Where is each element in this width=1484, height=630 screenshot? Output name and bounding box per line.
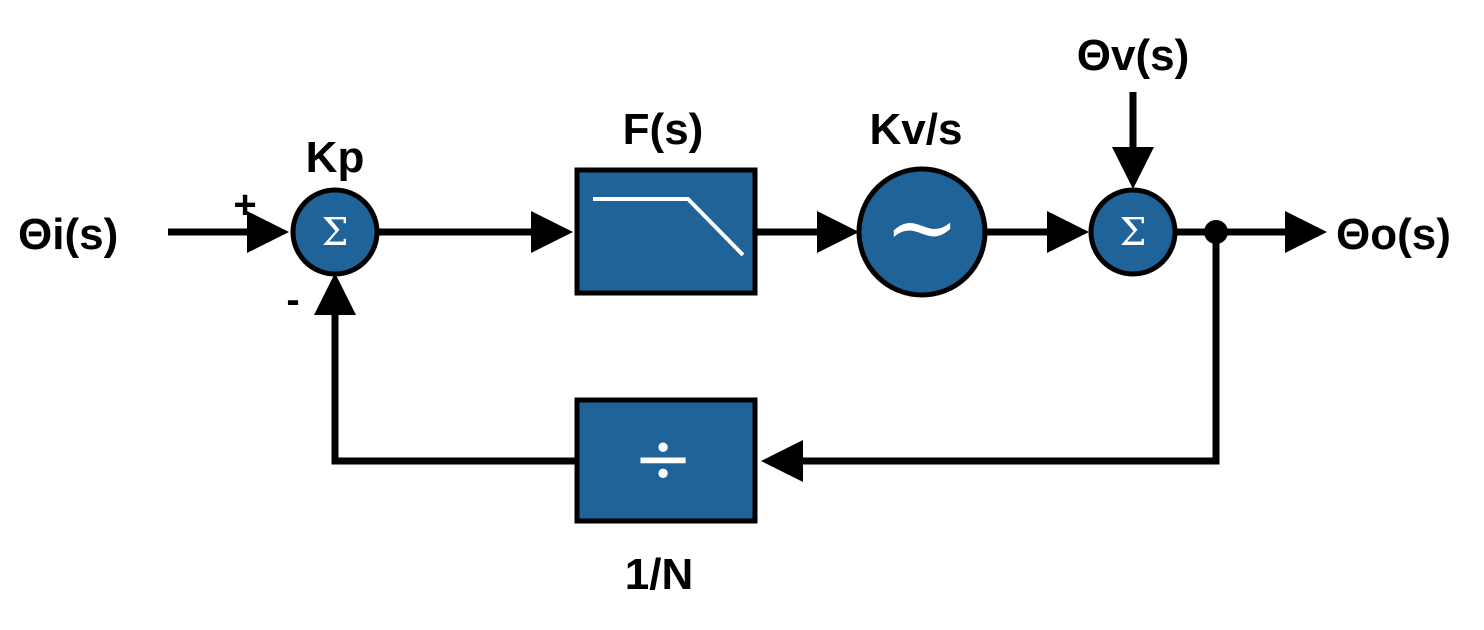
vco-label: Kv/s bbox=[870, 105, 963, 154]
wire-divider-to-sum1 bbox=[314, 273, 577, 465]
summing-junction-1: Σ bbox=[290, 187, 380, 277]
filter-label: F(s) bbox=[623, 105, 704, 154]
plus-sign: + bbox=[233, 183, 256, 227]
wire-feedback-to-divider bbox=[761, 232, 1220, 482]
minus-sign: - bbox=[286, 278, 299, 322]
summing-junction-icon: Σ bbox=[1120, 210, 1147, 254]
output-signal-label: Θo(s) bbox=[1336, 210, 1451, 259]
branch-node bbox=[1204, 220, 1228, 244]
summing-junction-icon: Σ bbox=[322, 210, 349, 254]
input-signal-label: Θi(s) bbox=[18, 210, 118, 259]
filter-block bbox=[574, 167, 758, 296]
divider-block: ÷ bbox=[574, 397, 758, 524]
divider-icon: ÷ bbox=[633, 416, 693, 500]
low-pass-filter-icon bbox=[593, 197, 745, 257]
kp-label: Kp bbox=[306, 133, 365, 182]
disturbance-signal-label: Θv(s) bbox=[1077, 31, 1189, 80]
divider-label: 1/N bbox=[625, 550, 693, 599]
summing-junction-2: Σ bbox=[1088, 187, 1178, 277]
oscillator-icon: ~ bbox=[884, 175, 959, 280]
vco-block: ~ bbox=[856, 166, 988, 298]
